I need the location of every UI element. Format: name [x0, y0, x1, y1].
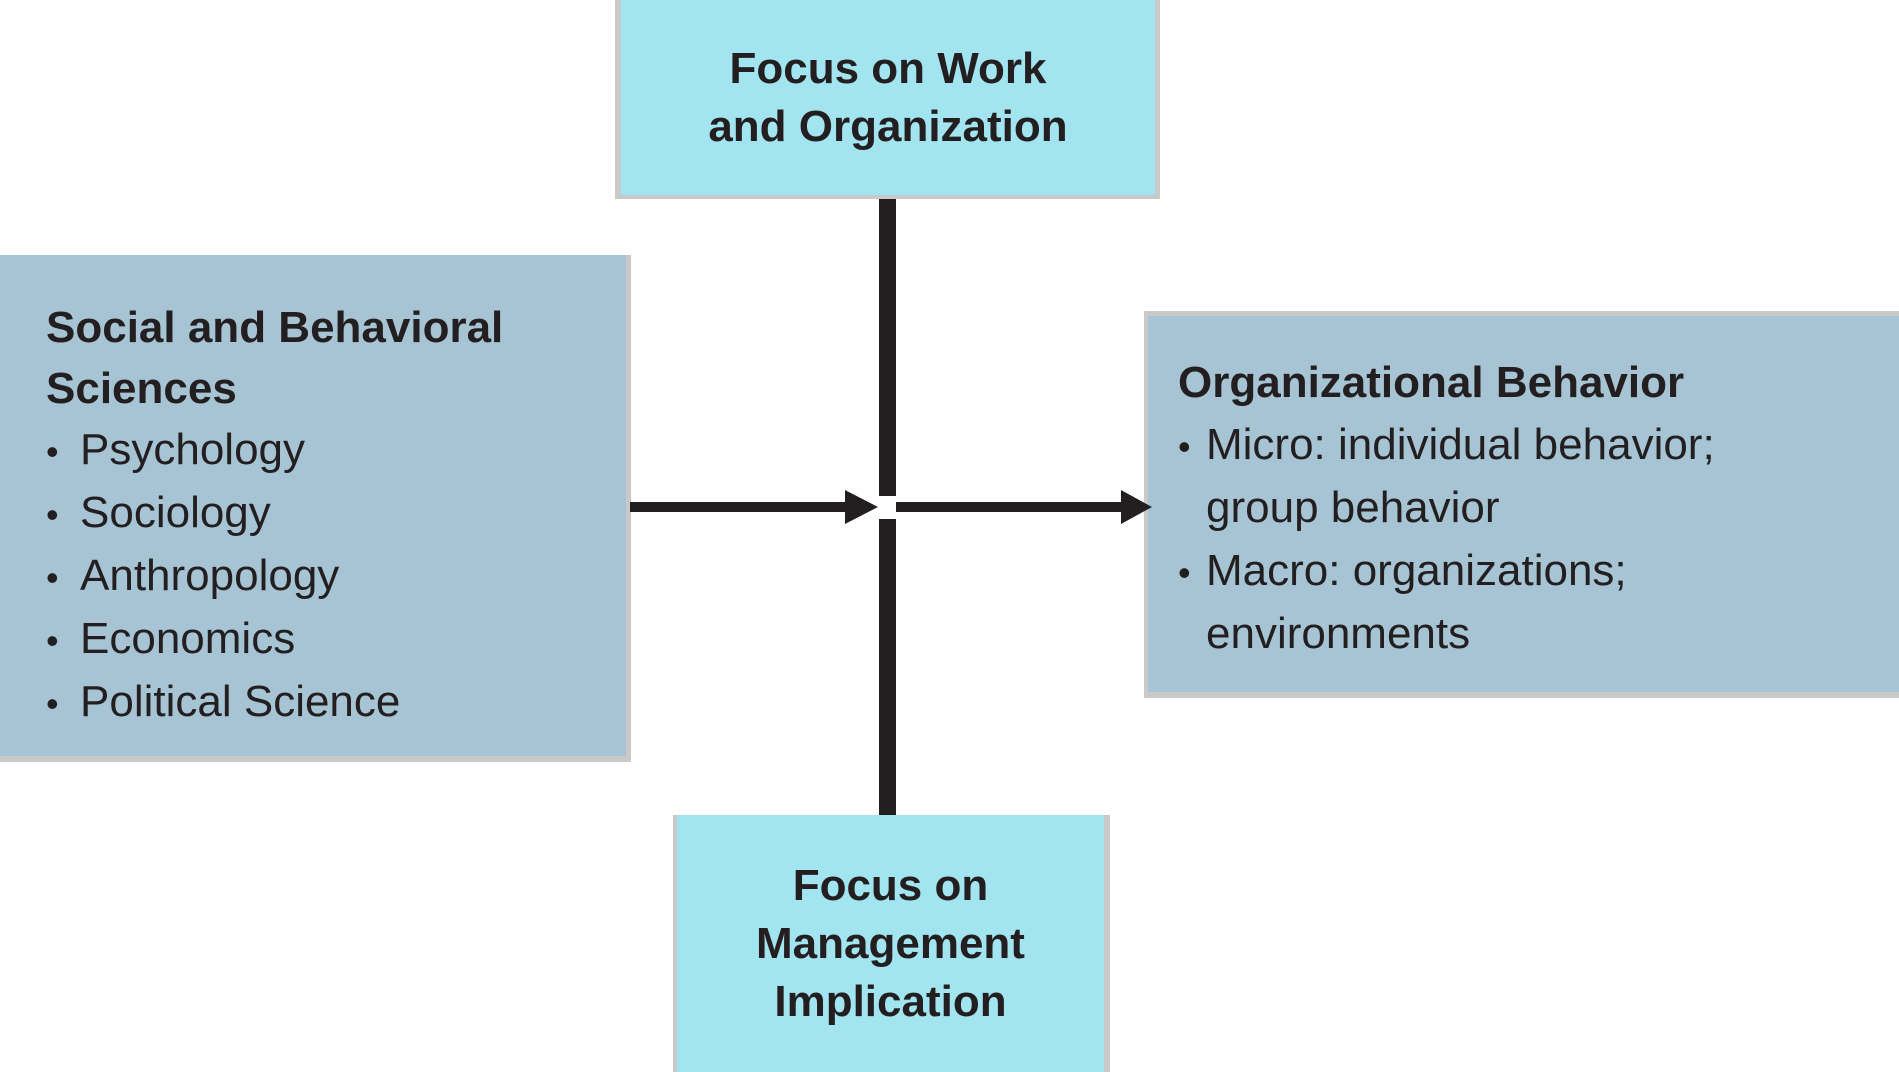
arrowhead-right-icon — [845, 490, 878, 524]
vertical-connector-lower — [879, 519, 896, 815]
heading-line: Implication — [774, 977, 1007, 1026]
list-item: • Macro: organizations; environments — [1178, 539, 1883, 665]
bullet-icon: • — [46, 620, 59, 661]
bullet-line: environments — [1206, 609, 1471, 658]
horizontal-connector-left — [630, 502, 846, 512]
macro-label: Macro: organizations; environments — [1206, 539, 1883, 665]
list-item: • Psychology — [46, 419, 602, 482]
horizontal-connector-right — [896, 502, 1122, 512]
title-line: Sciences — [46, 364, 237, 413]
focus-management-implication-label: Focus on Management Implication — [756, 857, 1025, 1031]
micro-label: Micro: individual behavior; group behavio… — [1206, 413, 1883, 539]
discipline-label: Political Science — [80, 677, 401, 726]
heading-line: Focus on — [792, 861, 989, 910]
discipline-label: Economics — [80, 614, 296, 663]
organizational-behavior-title: Organizational Behavior — [1178, 358, 1685, 407]
heading-line: Focus on Work — [729, 43, 1047, 93]
list-item: • Anthropology — [46, 545, 602, 608]
bullet-line: Micro: individual behavior; — [1206, 420, 1715, 469]
bullet-icon: • — [46, 683, 59, 724]
bullet-icon: • — [46, 557, 59, 598]
focus-work-organization-box: Focus on Work and Organization — [615, 0, 1160, 199]
list-item: • Economics — [46, 608, 602, 671]
title-line: Social and Behavioral — [46, 303, 504, 352]
list-item: • Political Science — [46, 671, 602, 734]
discipline-label: Psychology — [80, 425, 306, 474]
bullet-line: Macro: organizations; — [1206, 546, 1627, 595]
bullet-icon: • — [1178, 426, 1191, 467]
social-behavioral-sciences-box: Social and Behavioral Sciences • Psychol… — [0, 255, 631, 762]
bullet-icon: • — [1178, 552, 1191, 593]
bullet-icon: • — [46, 431, 59, 472]
heading-line: Management — [756, 919, 1025, 968]
discipline-label: Sociology — [80, 488, 271, 537]
vertical-connector-upper — [879, 199, 896, 496]
focus-management-implication-box: Focus on Management Implication — [673, 815, 1110, 1072]
organizational-behavior-box: Organizational Behavior • Micro: individ… — [1144, 311, 1899, 698]
focus-work-organization-label: Focus on Work and Organization — [708, 40, 1067, 156]
social-behavioral-sciences-title: Social and Behavioral Sciences — [46, 297, 602, 419]
list-item: • Sociology — [46, 482, 602, 545]
heading-line: and Organization — [708, 101, 1068, 151]
list-item: • Micro: individual behavior; group behav… — [1178, 413, 1883, 539]
bullet-line: group behavior — [1206, 483, 1500, 532]
discipline-label: Anthropology — [80, 551, 340, 600]
bullet-icon: • — [46, 494, 59, 535]
